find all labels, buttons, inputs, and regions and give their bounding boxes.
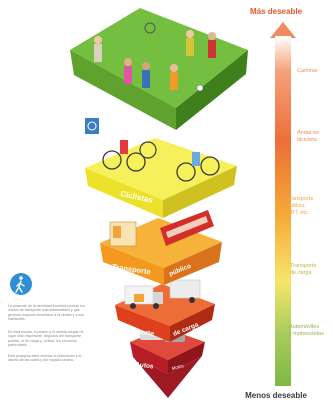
tier-motos-label: Motos bbox=[171, 363, 185, 371]
sidebar-paragraph: Esta jerarquía debe orientar la planeaci… bbox=[8, 354, 82, 363]
scale-arrow-head bbox=[270, 22, 296, 38]
svg-text:bicicleta: bicicleta bbox=[297, 137, 318, 143]
tier-peatones: Peatones bbox=[70, 8, 248, 134]
svg-text:y motocicletas: y motocicletas bbox=[289, 331, 324, 337]
svg-text:público,: público, bbox=[287, 203, 306, 209]
scale-label-caminar: Caminar bbox=[297, 68, 318, 74]
tier-transporte-publico: Transporte público bbox=[100, 210, 222, 285]
pedestrian-figures bbox=[94, 22, 216, 92]
svg-text:Transporte: Transporte bbox=[287, 196, 313, 202]
scale-label-transporte-publico: Transporte público, BRT, etc. bbox=[287, 196, 313, 216]
scale-top-label: Más deseable bbox=[250, 7, 303, 16]
bike-lane-sign-icon bbox=[85, 118, 99, 134]
sidebar-paragraph: La pirámide de la movilidad invertida pr… bbox=[8, 304, 85, 321]
tier-carga-label: Transporte bbox=[118, 326, 155, 338]
tier-transporte-carga: Transporte de carga bbox=[115, 279, 215, 342]
svg-text:Andar en: Andar en bbox=[297, 130, 319, 136]
tier-ciclistas: Ciclistas bbox=[85, 138, 237, 218]
sidebar-paragraph: En esta escala, el peatón y el ciclista … bbox=[8, 330, 84, 347]
scale-bar bbox=[275, 36, 291, 386]
desirability-scale: Más deseable Caminar Andar en bicicleta … bbox=[245, 7, 324, 400]
scale-label-bicicleta: Andar en bicicleta bbox=[297, 130, 319, 143]
tier-autos-label: Autos bbox=[135, 361, 155, 371]
svg-text:de carga: de carga bbox=[290, 270, 312, 276]
pedestrian-icon bbox=[10, 273, 32, 295]
scale-label-automoviles: Automóviles y motocicletas bbox=[289, 324, 324, 337]
scale-label-transporte-carga: Transporte de carga bbox=[290, 263, 316, 276]
svg-text:BRT, etc.: BRT, etc. bbox=[287, 210, 310, 216]
svg-text:Automóviles: Automóviles bbox=[289, 324, 319, 330]
scale-bottom-label: Menos deseable bbox=[245, 391, 307, 400]
svg-text:Transporte: Transporte bbox=[290, 263, 316, 269]
